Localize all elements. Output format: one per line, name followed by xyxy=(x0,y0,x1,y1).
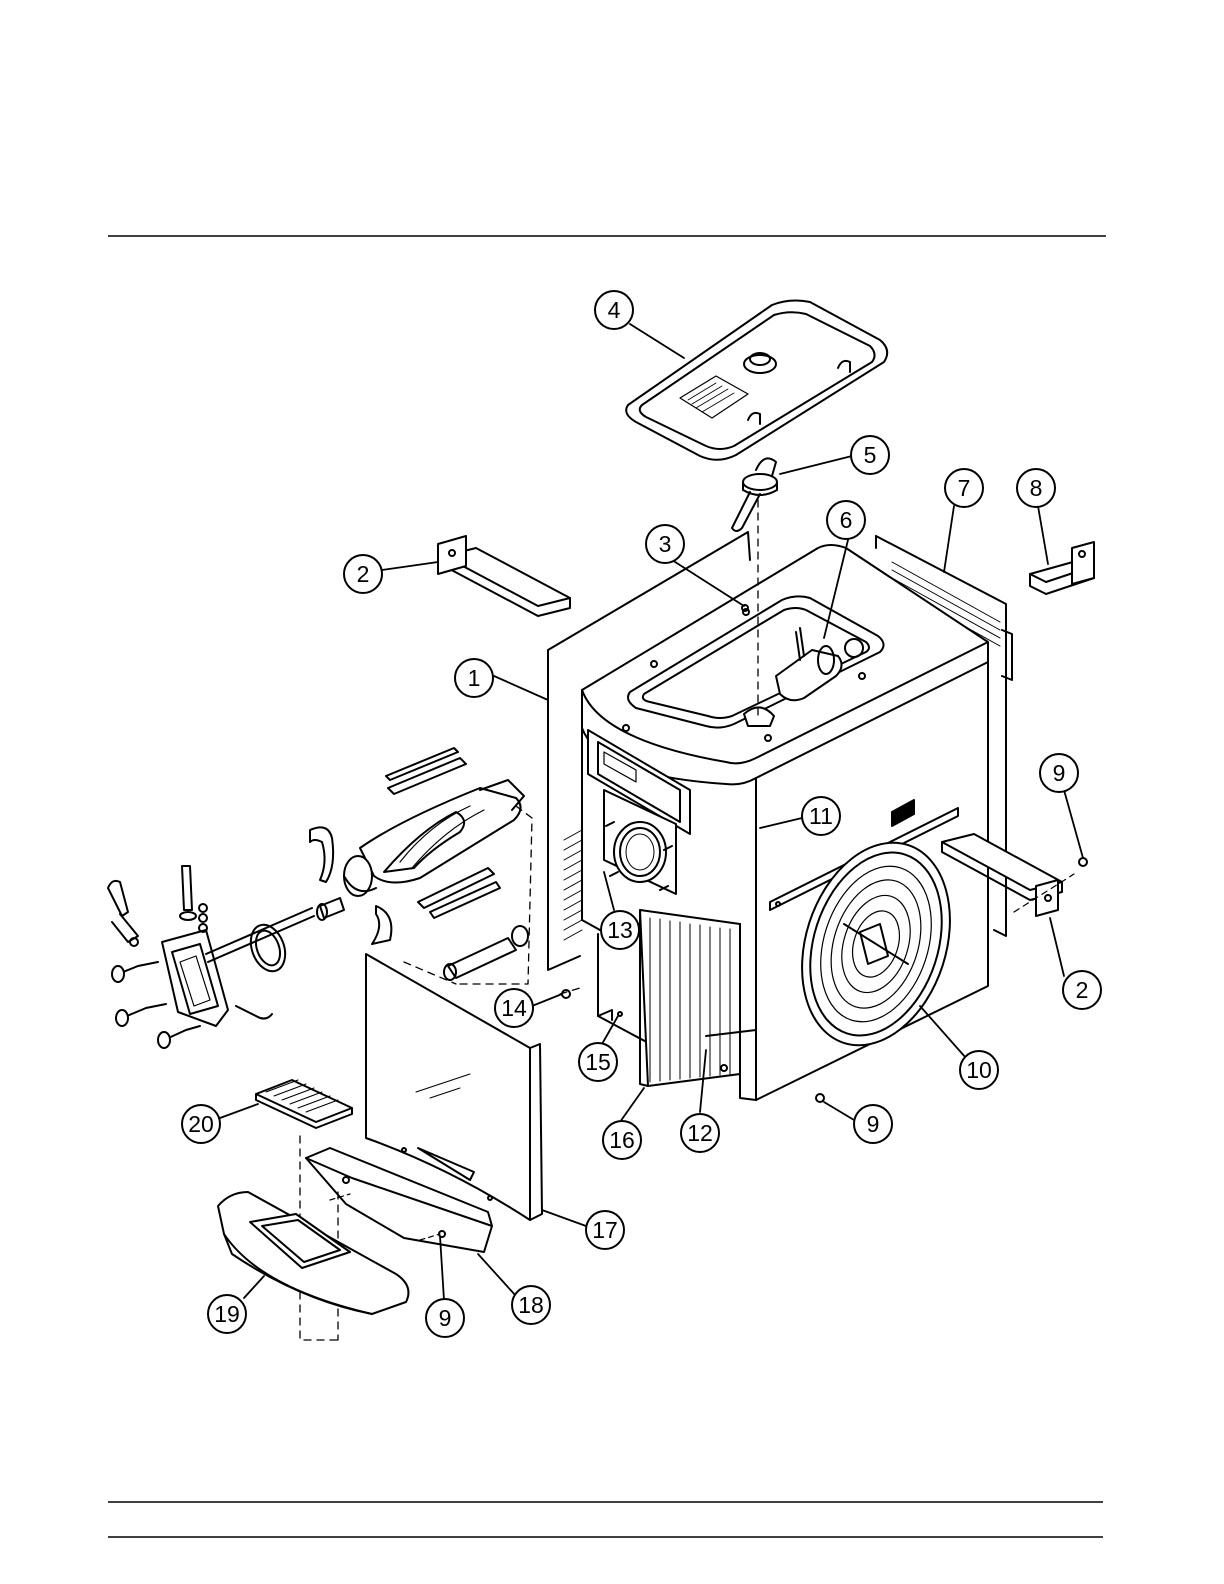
svg-text:11: 11 xyxy=(809,803,833,829)
callout-15: 15 xyxy=(579,1043,617,1081)
callout-11: 11 xyxy=(802,797,840,835)
svg-text:12: 12 xyxy=(687,1120,713,1146)
callout-4: 4 xyxy=(595,291,633,329)
callout-2-right: 2 xyxy=(1063,971,1101,1009)
svg-text:20: 20 xyxy=(188,1111,214,1137)
svg-text:18: 18 xyxy=(518,1292,544,1318)
svg-text:17: 17 xyxy=(592,1217,618,1243)
callout-3: 3 xyxy=(646,525,684,563)
svg-text:3: 3 xyxy=(659,531,672,557)
small-bracket xyxy=(1030,542,1094,594)
svg-text:9: 9 xyxy=(1053,760,1066,786)
support-bracket-left xyxy=(438,536,570,616)
callout-8: 8 xyxy=(1017,469,1055,507)
svg-text:6: 6 xyxy=(840,507,853,533)
svg-text:10: 10 xyxy=(966,1057,992,1083)
callout-1: 1 xyxy=(455,659,493,697)
callout-6: 6 xyxy=(827,501,865,539)
beater-assembly xyxy=(310,748,528,980)
svg-text:8: 8 xyxy=(1030,475,1043,501)
callout-18: 18 xyxy=(512,1286,550,1324)
callout-10: 10 xyxy=(960,1051,998,1089)
callout-20: 20 xyxy=(182,1105,220,1143)
svg-text:16: 16 xyxy=(609,1127,635,1153)
callout-9-right: 9 xyxy=(1040,754,1078,792)
callout-5: 5 xyxy=(851,436,889,474)
air-filter xyxy=(640,910,740,1086)
svg-text:7: 7 xyxy=(958,475,971,501)
svg-text:2: 2 xyxy=(357,561,370,587)
callout-19: 19 xyxy=(208,1295,246,1333)
callout-2-top: 2 xyxy=(344,555,382,593)
svg-text:1: 1 xyxy=(468,665,481,691)
drip-grate xyxy=(256,1080,352,1128)
support-bracket-right xyxy=(942,834,1074,916)
svg-text:9: 9 xyxy=(867,1111,880,1137)
callout-14: 14 xyxy=(495,989,533,1027)
svg-text:5: 5 xyxy=(864,442,877,468)
svg-text:19: 19 xyxy=(214,1301,240,1327)
agitator xyxy=(732,458,777,531)
callout-17: 17 xyxy=(586,1211,624,1249)
svg-text:2: 2 xyxy=(1076,977,1089,1003)
freezer-door-assembly xyxy=(108,866,344,1048)
svg-text:4: 4 xyxy=(608,297,621,323)
callout-16: 16 xyxy=(603,1121,641,1159)
svg-text:9: 9 xyxy=(439,1305,452,1331)
callout-9-bottom: 9 xyxy=(854,1105,892,1143)
svg-text:15: 15 xyxy=(585,1049,611,1075)
callout-9-tray: 9 xyxy=(426,1299,464,1337)
svg-text:13: 13 xyxy=(607,917,633,943)
hopper-cover xyxy=(626,301,887,460)
callout-12: 12 xyxy=(681,1114,719,1152)
callout-7: 7 xyxy=(945,469,983,507)
callout-13: 13 xyxy=(601,911,639,949)
condenser-fan xyxy=(777,823,974,1064)
svg-text:14: 14 xyxy=(501,995,527,1021)
